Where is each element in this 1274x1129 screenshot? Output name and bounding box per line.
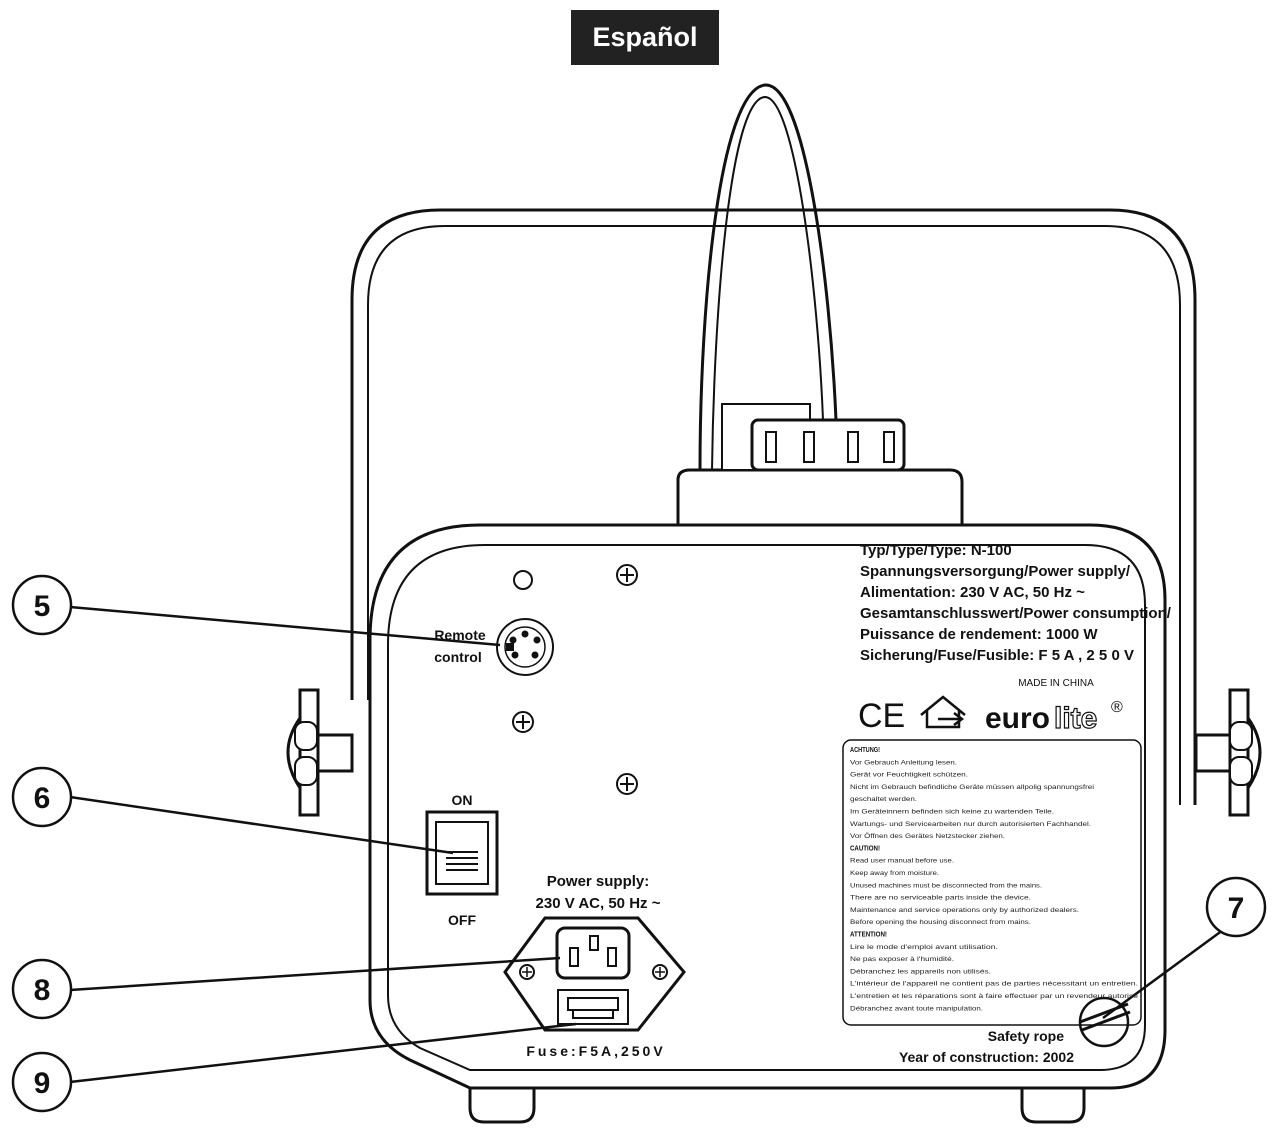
warning-line: Débranchez avant toute manipulation. (850, 1005, 983, 1012)
rating-line: Gesamtanschlusswert/Power consumption/ (860, 605, 1172, 622)
rating-line: Puissance de rendement: 1000 W (860, 626, 1098, 643)
indoor-use-icon (920, 695, 966, 729)
warning-label-box (842, 739, 1142, 1026)
warning-line: Read user manual before use. (850, 858, 954, 865)
brand-logo-outline: lite (1054, 702, 1097, 735)
callout-number-7: 7 (1228, 892, 1245, 925)
leader-8 (69, 956, 561, 992)
warning-line: Im Geräteinnern befinden sich keine zu w… (850, 809, 1054, 816)
hose-loop-inner (711, 95, 824, 471)
hose-loop (698, 83, 838, 471)
safety-rope-label: Safety rope (988, 1028, 1064, 1044)
panel-screw (512, 564, 638, 795)
warning-label: ACHTUNG! Vor Gebrauch Anleitung lesen. Ger… (850, 747, 1138, 1012)
remote-label-line2: control (434, 649, 481, 665)
warning-line: ATTENTION! (850, 932, 887, 939)
rating-line: Spannungsversorgung/Power supply/ (860, 563, 1131, 580)
warning-line: Ne pas exposer à l'humidité. (850, 956, 954, 963)
rating-line: Typ/Type/Type: N-100 (860, 542, 1012, 559)
year-of-construction: Year of construction: 2002 (899, 1049, 1074, 1065)
warning-line: Wartungs- und Servicearbeiten nur durch … (850, 821, 1091, 828)
side-knob-right (1194, 688, 1262, 817)
handle-inner (367, 225, 1181, 805)
warning-line: Nicht im Gebrauch befindliche Geräte müs… (850, 784, 1095, 791)
switch-on-label: ON (452, 792, 473, 808)
warning-line: Maintenance and service operations only … (850, 907, 1079, 914)
switch-off-label: OFF (448, 912, 476, 928)
callout-leaders (69, 605, 1224, 1084)
power-supply-line2: 230 V AC, 50 Hz ~ (536, 895, 661, 912)
power-supply-line1: Power supply: (547, 873, 650, 890)
warning-line: Débranchez les appareils non utilisés. (850, 968, 991, 975)
remote-label-line1: Remote (434, 627, 486, 643)
warning-line: Before opening the housing disconnect fr… (850, 919, 1031, 926)
warning-line: There are no serviceable parts inside th… (850, 895, 1031, 902)
warning-line: Vor Öffnen des Gerätes Netzstecker ziehe… (850, 832, 1005, 840)
callout-number-5: 5 (34, 590, 51, 623)
rating-line: Alimentation: 230 V AC, 50 Hz ~ (860, 584, 1085, 601)
registered-mark: ® (1111, 699, 1123, 716)
warning-line: Lire le mode d'emploi avant utilisation. (850, 944, 998, 951)
ce-mark: CE (858, 697, 905, 735)
callout-circle-6 (11, 766, 73, 828)
indicator-hole (513, 570, 533, 590)
warning-line: Unused machines must be disconnected fro… (850, 882, 1042, 889)
callout-circle-8 (11, 958, 73, 1020)
remote-socket (496, 618, 554, 676)
tank-body (676, 468, 964, 530)
leader-6 (69, 795, 454, 855)
callout-number-6: 6 (34, 782, 51, 815)
side-knob-left (286, 688, 354, 817)
leader-9 (69, 1022, 577, 1084)
rating-line: Sicherung/Fuse/Fusible: F 5 A , 2 5 0 V (860, 647, 1134, 664)
warning-line: geschaltet werden. (850, 796, 917, 803)
warning-line: L'intérieur de l'appareil ne contient pa… (850, 981, 1138, 988)
callout-circle-7 (1205, 876, 1267, 938)
callout-circle-5 (11, 574, 73, 636)
warning-line: Vor Gebrauch Anleitung lesen. (850, 759, 957, 766)
power-switch (425, 810, 499, 896)
tank-cap (750, 418, 906, 472)
rear-panel-inset (387, 544, 1146, 1071)
warning-line: CAUTION! (850, 845, 880, 852)
brand-logo-bold: euro (985, 702, 1050, 735)
rear-housing (368, 523, 1167, 1090)
foot-left (468, 1085, 536, 1124)
language-tab: Español (571, 10, 719, 65)
fuse-label: Fuse:F5A,250V (526, 1043, 665, 1059)
rating-plate: Typ/Type/Type: N-100 Spannungsversorgung… (860, 542, 1172, 664)
foot-right (1020, 1085, 1086, 1124)
power-inlet (503, 916, 686, 1032)
callout-number-8: 8 (34, 974, 51, 1007)
warning-line: L'entretien et les réparations sont à fa… (850, 993, 1138, 1000)
leader-5 (69, 605, 501, 647)
callout-number-9: 9 (34, 1067, 51, 1100)
warning-line: Gerät vor Feuchtigkeit schützen. (850, 772, 968, 779)
handle-outer (350, 208, 1197, 805)
warning-line: ACHTUNG! (850, 747, 880, 754)
warning-line: Keep away from moisture. (850, 870, 939, 877)
callout-circle-9 (11, 1051, 73, 1113)
made-in-label: MADE IN CHINA (1018, 678, 1094, 689)
leader-7 (1102, 928, 1224, 1020)
